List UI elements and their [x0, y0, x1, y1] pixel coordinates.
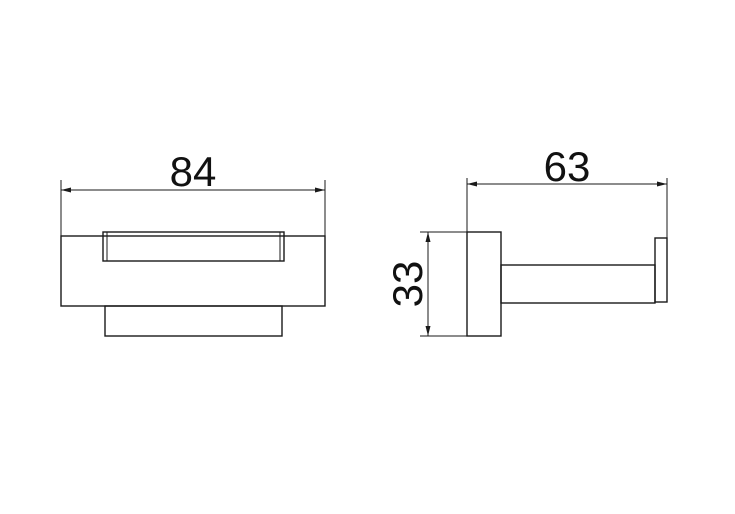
depth-arrow-right — [657, 181, 667, 187]
side-hook-arm — [500, 264, 656, 304]
height-arrow-top — [425, 232, 431, 242]
front-lower-block — [104, 305, 283, 337]
front-view: 84 — [60, 148, 326, 337]
side-end-cap — [654, 237, 668, 303]
side-wall-plate — [466, 231, 502, 337]
depth-dimension: 63 — [466, 143, 668, 238]
width-arrow-right — [315, 187, 325, 193]
depth-dimension-label: 63 — [544, 143, 591, 190]
front-base-plate — [60, 235, 326, 307]
width-dimension-label: 84 — [170, 148, 217, 195]
height-dimension-label: 33 — [384, 261, 431, 308]
width-dimension: 84 — [60, 148, 326, 236]
front-hook-bar — [102, 231, 285, 262]
height-dimension: 33 — [384, 231, 468, 337]
width-arrow-left — [61, 187, 71, 193]
side-view: 63 33 — [384, 143, 668, 337]
height-arrow-bottom — [425, 326, 431, 336]
depth-arrow-left — [467, 181, 477, 187]
